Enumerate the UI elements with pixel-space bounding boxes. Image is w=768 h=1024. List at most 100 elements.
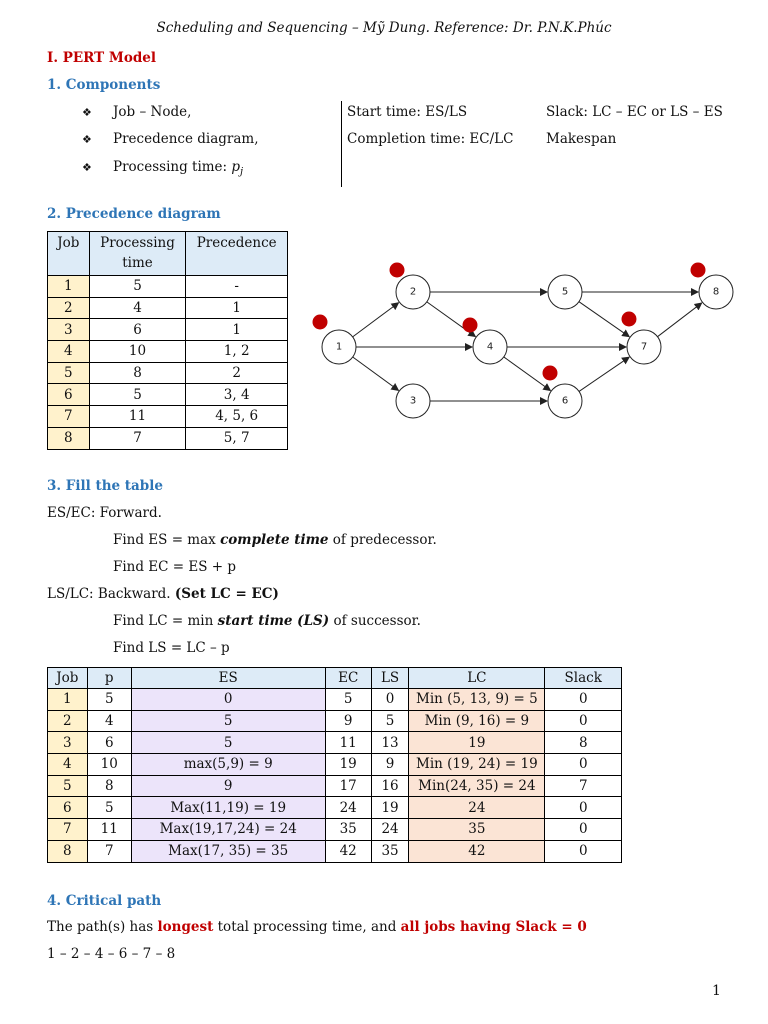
table-cell: 8 — [86, 774, 132, 798]
table-cell: 35 — [370, 839, 410, 863]
diamond-bullet-icon: ❖ — [82, 133, 92, 146]
table-cell: 1 — [185, 296, 288, 320]
backward-pass-text: LS/LC: Backward. — [47, 586, 175, 602]
table-cell: 8 — [47, 426, 90, 450]
table-cell: 7 — [544, 774, 622, 798]
component-slack: Slack: LC – EC or LS – ES — [546, 104, 723, 120]
column-header: Job — [47, 667, 88, 689]
table-cell: 4, 5, 6 — [185, 405, 288, 428]
table-cell: 7 — [88, 426, 187, 450]
table-cell: 5 — [88, 383, 187, 407]
table-cell: 5, 7 — [185, 426, 288, 450]
precedence-edge-6-7 — [578, 356, 630, 392]
table-cell: 7 — [86, 839, 132, 863]
table-cell: 5 — [47, 774, 88, 798]
es-rule-text: of predecessor. — [328, 532, 437, 548]
table-cell: Max(17, 35) = 35 — [130, 839, 326, 863]
job-node-label: 7 — [641, 342, 647, 353]
job-node-label: 6 — [562, 396, 568, 407]
table-cell: 0 — [544, 818, 622, 841]
table-cell: 0 — [544, 709, 622, 733]
table-cell: 1 — [185, 318, 288, 342]
critical-marker-dot — [389, 262, 405, 278]
table-cell: 7 — [47, 818, 88, 841]
job-node-label: 1 — [336, 342, 342, 353]
table-cell: 8 — [88, 361, 187, 385]
table-cell: 0 — [544, 796, 622, 820]
page-header: Scheduling and Sequencing – Mỹ Dung. Ref… — [156, 20, 612, 36]
table-cell: 0 — [370, 688, 410, 711]
diamond-bullet-icon: ❖ — [82, 106, 92, 119]
column-header: LC — [408, 667, 546, 689]
table-cell: 3, 4 — [185, 383, 288, 407]
subsection-components: 1. Components — [47, 77, 161, 93]
table-cell: 35 — [324, 818, 372, 841]
table-cell: 8 — [544, 731, 622, 755]
column-header: Slack — [544, 667, 622, 689]
job-node-4 — [472, 329, 508, 365]
job-node-7 — [626, 329, 662, 365]
section-title-pert-model: I. PERT Model — [47, 50, 156, 66]
table-cell: 9 — [130, 774, 326, 798]
table-cell: 9 — [324, 709, 372, 733]
job-node-8 — [698, 274, 734, 310]
precedence-edge-4-6 — [503, 356, 552, 392]
job-node-label: 4 — [487, 342, 493, 353]
subsection-critical-path: 4. Critical path — [47, 893, 162, 909]
table-cell: 5 — [86, 796, 132, 820]
table-header-row: Job Processing time Precedence — [47, 231, 288, 276]
table-cell: 1 — [47, 688, 88, 711]
column-header: Job — [47, 231, 90, 276]
table-cell: 5 — [370, 709, 410, 733]
table-cell: 4 — [86, 709, 132, 733]
table-cell: 6 — [88, 318, 187, 342]
pj-symbol: p — [231, 159, 241, 175]
ls-rule: Find LS = LC – p — [113, 640, 230, 656]
table-cell: 4 — [47, 340, 90, 363]
critical-emphasis: all jobs having Slack = 0 — [400, 919, 587, 935]
table-cell: 6 — [47, 796, 88, 820]
table-cell: 0 — [544, 688, 622, 711]
table-cell: 11 — [86, 818, 132, 841]
lc-rule-text: of successor. — [329, 613, 421, 629]
job-node-1 — [321, 329, 357, 365]
backward-pass-emphasis: (Set LC = EC) — [174, 586, 279, 602]
table-cell: 13 — [370, 731, 410, 755]
critical-text: total processing time, and — [213, 919, 401, 935]
table-cell: Max(19,17,24) = 24 — [130, 818, 326, 841]
critical-marker-dot — [690, 262, 706, 278]
es-rule-emphasis: complete time — [220, 532, 329, 548]
table-cell: - — [185, 275, 288, 298]
table-cell: 17 — [324, 774, 372, 798]
forward-pass-label: ES/EC: Forward. — [47, 505, 162, 521]
table-cell: 11 — [324, 731, 372, 755]
critical-emphasis: longest — [157, 919, 214, 935]
table-cell: 35 — [408, 818, 546, 841]
table-cell: 10 — [88, 340, 187, 363]
precedence-edge-1-2 — [352, 302, 400, 338]
table-cell: 2 — [47, 296, 90, 320]
critical-marker-dot — [542, 365, 558, 381]
table-cell: 19 — [370, 796, 410, 820]
table-cell: 42 — [408, 839, 546, 863]
component-times: Completion time: EC/LC — [347, 131, 514, 147]
table-cell: 5 — [324, 688, 372, 711]
precedence-edge-1-3 — [352, 356, 400, 391]
table-cell: 24 — [324, 796, 372, 820]
table-cell: 3 — [47, 318, 90, 342]
component-makespan: Makespan — [546, 131, 617, 147]
table-cell: 4 — [47, 753, 88, 776]
table-cell: Min (9, 16) = 9 — [408, 709, 546, 733]
subsection-fill-table: 3. Fill the table — [47, 478, 163, 494]
lc-rule-text: Find LC = min — [113, 613, 218, 629]
table-cell: 42 — [324, 839, 372, 863]
column-header: p — [86, 667, 132, 689]
table-cell: 16 — [370, 774, 410, 798]
